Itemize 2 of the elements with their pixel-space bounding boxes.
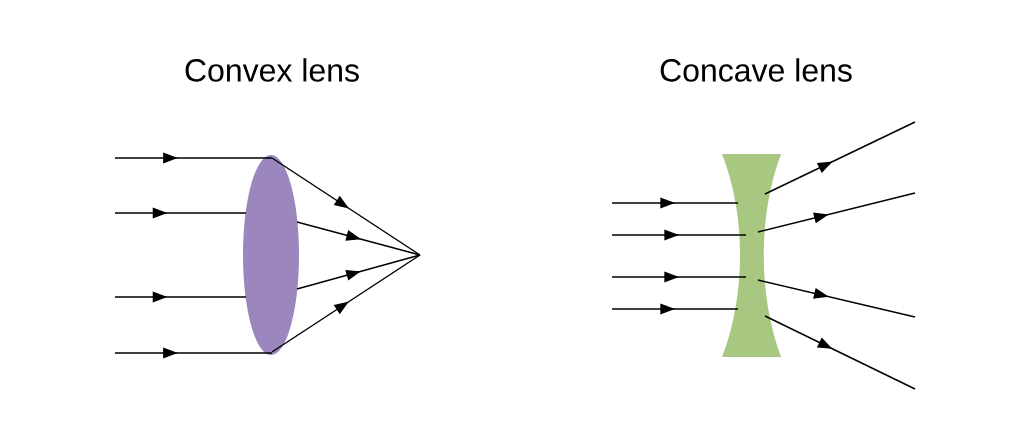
lens-title: Convex lens [185, 58, 359, 82]
lens-title: Concave lens [660, 58, 852, 82]
